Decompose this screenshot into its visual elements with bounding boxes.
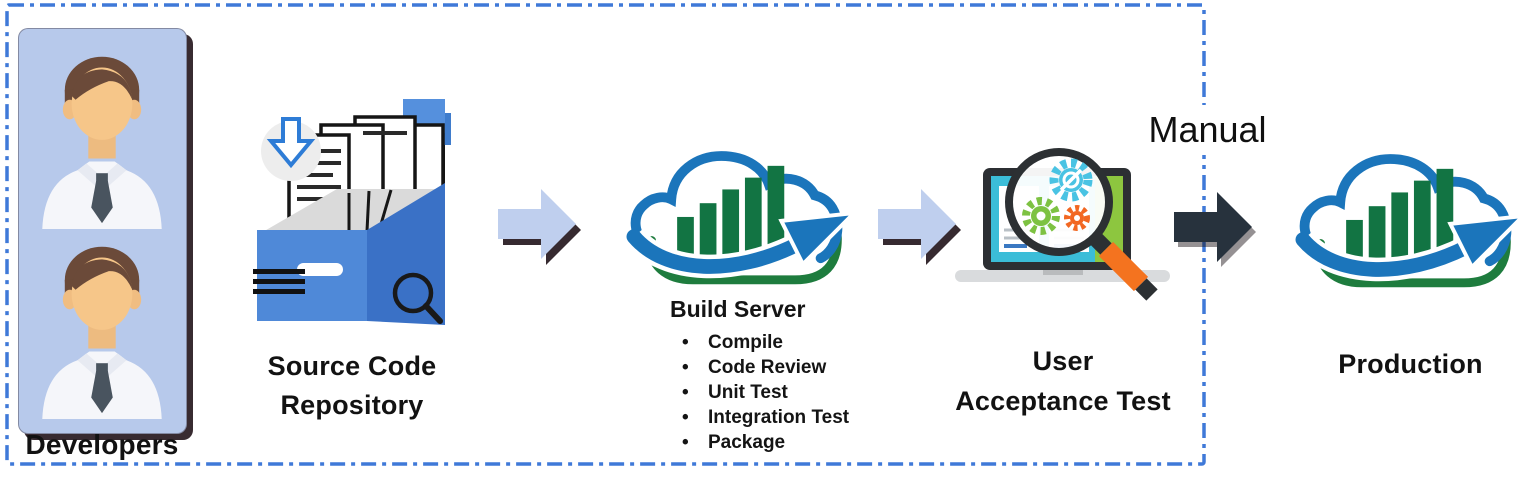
uat-label-line1: User — [1032, 346, 1094, 376]
manual-gate-label: Manual — [1127, 105, 1288, 155]
build-server-title: Build Server — [670, 296, 806, 322]
build-task: Package — [670, 430, 920, 455]
source-repo-label-line2: Repository — [280, 390, 424, 420]
build-task: Integration Test — [670, 405, 920, 430]
source-code-repository-icon — [253, 99, 451, 325]
build-task-label: Unit Test — [708, 382, 788, 403]
source-repo-label: Source Code Repository — [243, 347, 461, 425]
build-task-label: Package — [708, 432, 786, 453]
bullet-icon — [682, 380, 696, 405]
developers-label: Developers — [25, 429, 179, 460]
build-task-label: Integration Test — [708, 407, 850, 428]
production-label: Production — [1338, 349, 1483, 379]
flow-arrow-icon — [878, 189, 956, 259]
bullet-icon — [682, 405, 696, 430]
developers-panel — [18, 28, 187, 434]
build-task-label: Code Review — [708, 357, 827, 378]
manual-flow-arrow-icon — [1174, 192, 1252, 262]
developer-avatar-icon — [27, 233, 177, 419]
build-task-label: Compile — [708, 332, 783, 353]
flow-arrow-icon — [498, 189, 576, 259]
bullet-icon — [682, 330, 696, 355]
developer-avatar-icon — [27, 43, 177, 229]
source-repo-label-line1: Source Code — [267, 351, 437, 381]
build-task: Unit Test — [670, 380, 920, 405]
bullet-icon — [682, 355, 696, 380]
build-server-text: Build Server Compile Code Review Unit Te… — [670, 296, 920, 455]
production-cloud-icon — [1297, 136, 1525, 298]
build-task: Code Review — [670, 355, 920, 380]
bullet-icon — [682, 430, 696, 455]
build-server-cloud-icon — [628, 133, 856, 295]
user-acceptance-test-icon — [955, 148, 1170, 301]
uat-label: User Acceptance Test — [948, 341, 1178, 421]
build-task: Compile — [670, 330, 920, 355]
uat-label-line2: Acceptance Test — [955, 386, 1171, 416]
